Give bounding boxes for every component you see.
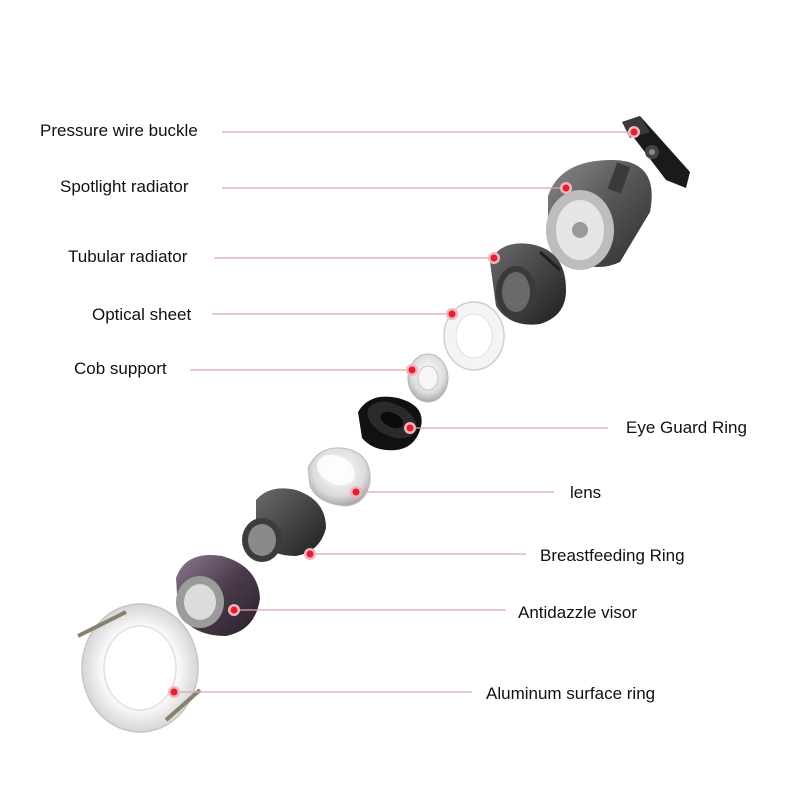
label-cob-support: Cob support <box>74 359 167 378</box>
aluminum-surface-ring-part <box>78 604 200 732</box>
callout-tubular-radiator: Tubular radiator <box>68 247 500 266</box>
label-breastfeeding-ring: Breastfeeding Ring <box>540 546 685 565</box>
label-eye-guard-ring: Eye Guard Ring <box>626 418 747 437</box>
label-antidazzle-visor: Antidazzle visor <box>518 603 637 622</box>
label-pressure-wire-buckle: Pressure wire buckle <box>40 121 198 140</box>
label-tubular-radiator: Tubular radiator <box>68 247 188 266</box>
callout-aluminum-surface-ring: Aluminum surface ring <box>168 684 655 703</box>
marker-dot-eye-guard-ring <box>407 425 414 432</box>
antidazzle-visor-part <box>176 555 260 636</box>
callout-spotlight-radiator: Spotlight radiator <box>60 177 572 196</box>
marker-dot-tubular-radiator <box>491 255 498 262</box>
callout-lens: lens <box>350 483 601 502</box>
marker-dot-aluminum-surface-ring <box>171 689 178 696</box>
label-lens: lens <box>570 483 601 502</box>
marker-dot-spotlight-radiator <box>563 185 570 192</box>
callout-pressure-wire-buckle: Pressure wire buckle <box>40 121 640 140</box>
label-spotlight-radiator: Spotlight radiator <box>60 177 189 196</box>
cob-support-part <box>408 354 448 402</box>
callout-optical-sheet: Optical sheet <box>92 305 458 324</box>
spotlight-radiator-part <box>546 160 652 270</box>
callout-breastfeeding-ring: Breastfeeding Ring <box>304 546 685 565</box>
marker-dot-pressure-wire-buckle <box>631 129 638 136</box>
callout-cob-support: Cob support <box>74 359 418 378</box>
marker-dot-breastfeeding-ring <box>307 551 314 558</box>
marker-dot-antidazzle-visor <box>231 607 238 614</box>
lens-part <box>308 448 370 506</box>
marker-dot-cob-support <box>409 367 416 374</box>
eye-guard-ring-part <box>358 395 422 451</box>
label-optical-sheet: Optical sheet <box>92 305 191 324</box>
marker-dot-lens <box>353 489 360 496</box>
label-aluminum-surface-ring: Aluminum surface ring <box>486 684 655 703</box>
callout-eye-guard-ring: Eye Guard Ring <box>404 418 747 437</box>
callout-antidazzle-visor: Antidazzle visor <box>228 603 637 622</box>
marker-dot-optical-sheet <box>449 311 456 318</box>
